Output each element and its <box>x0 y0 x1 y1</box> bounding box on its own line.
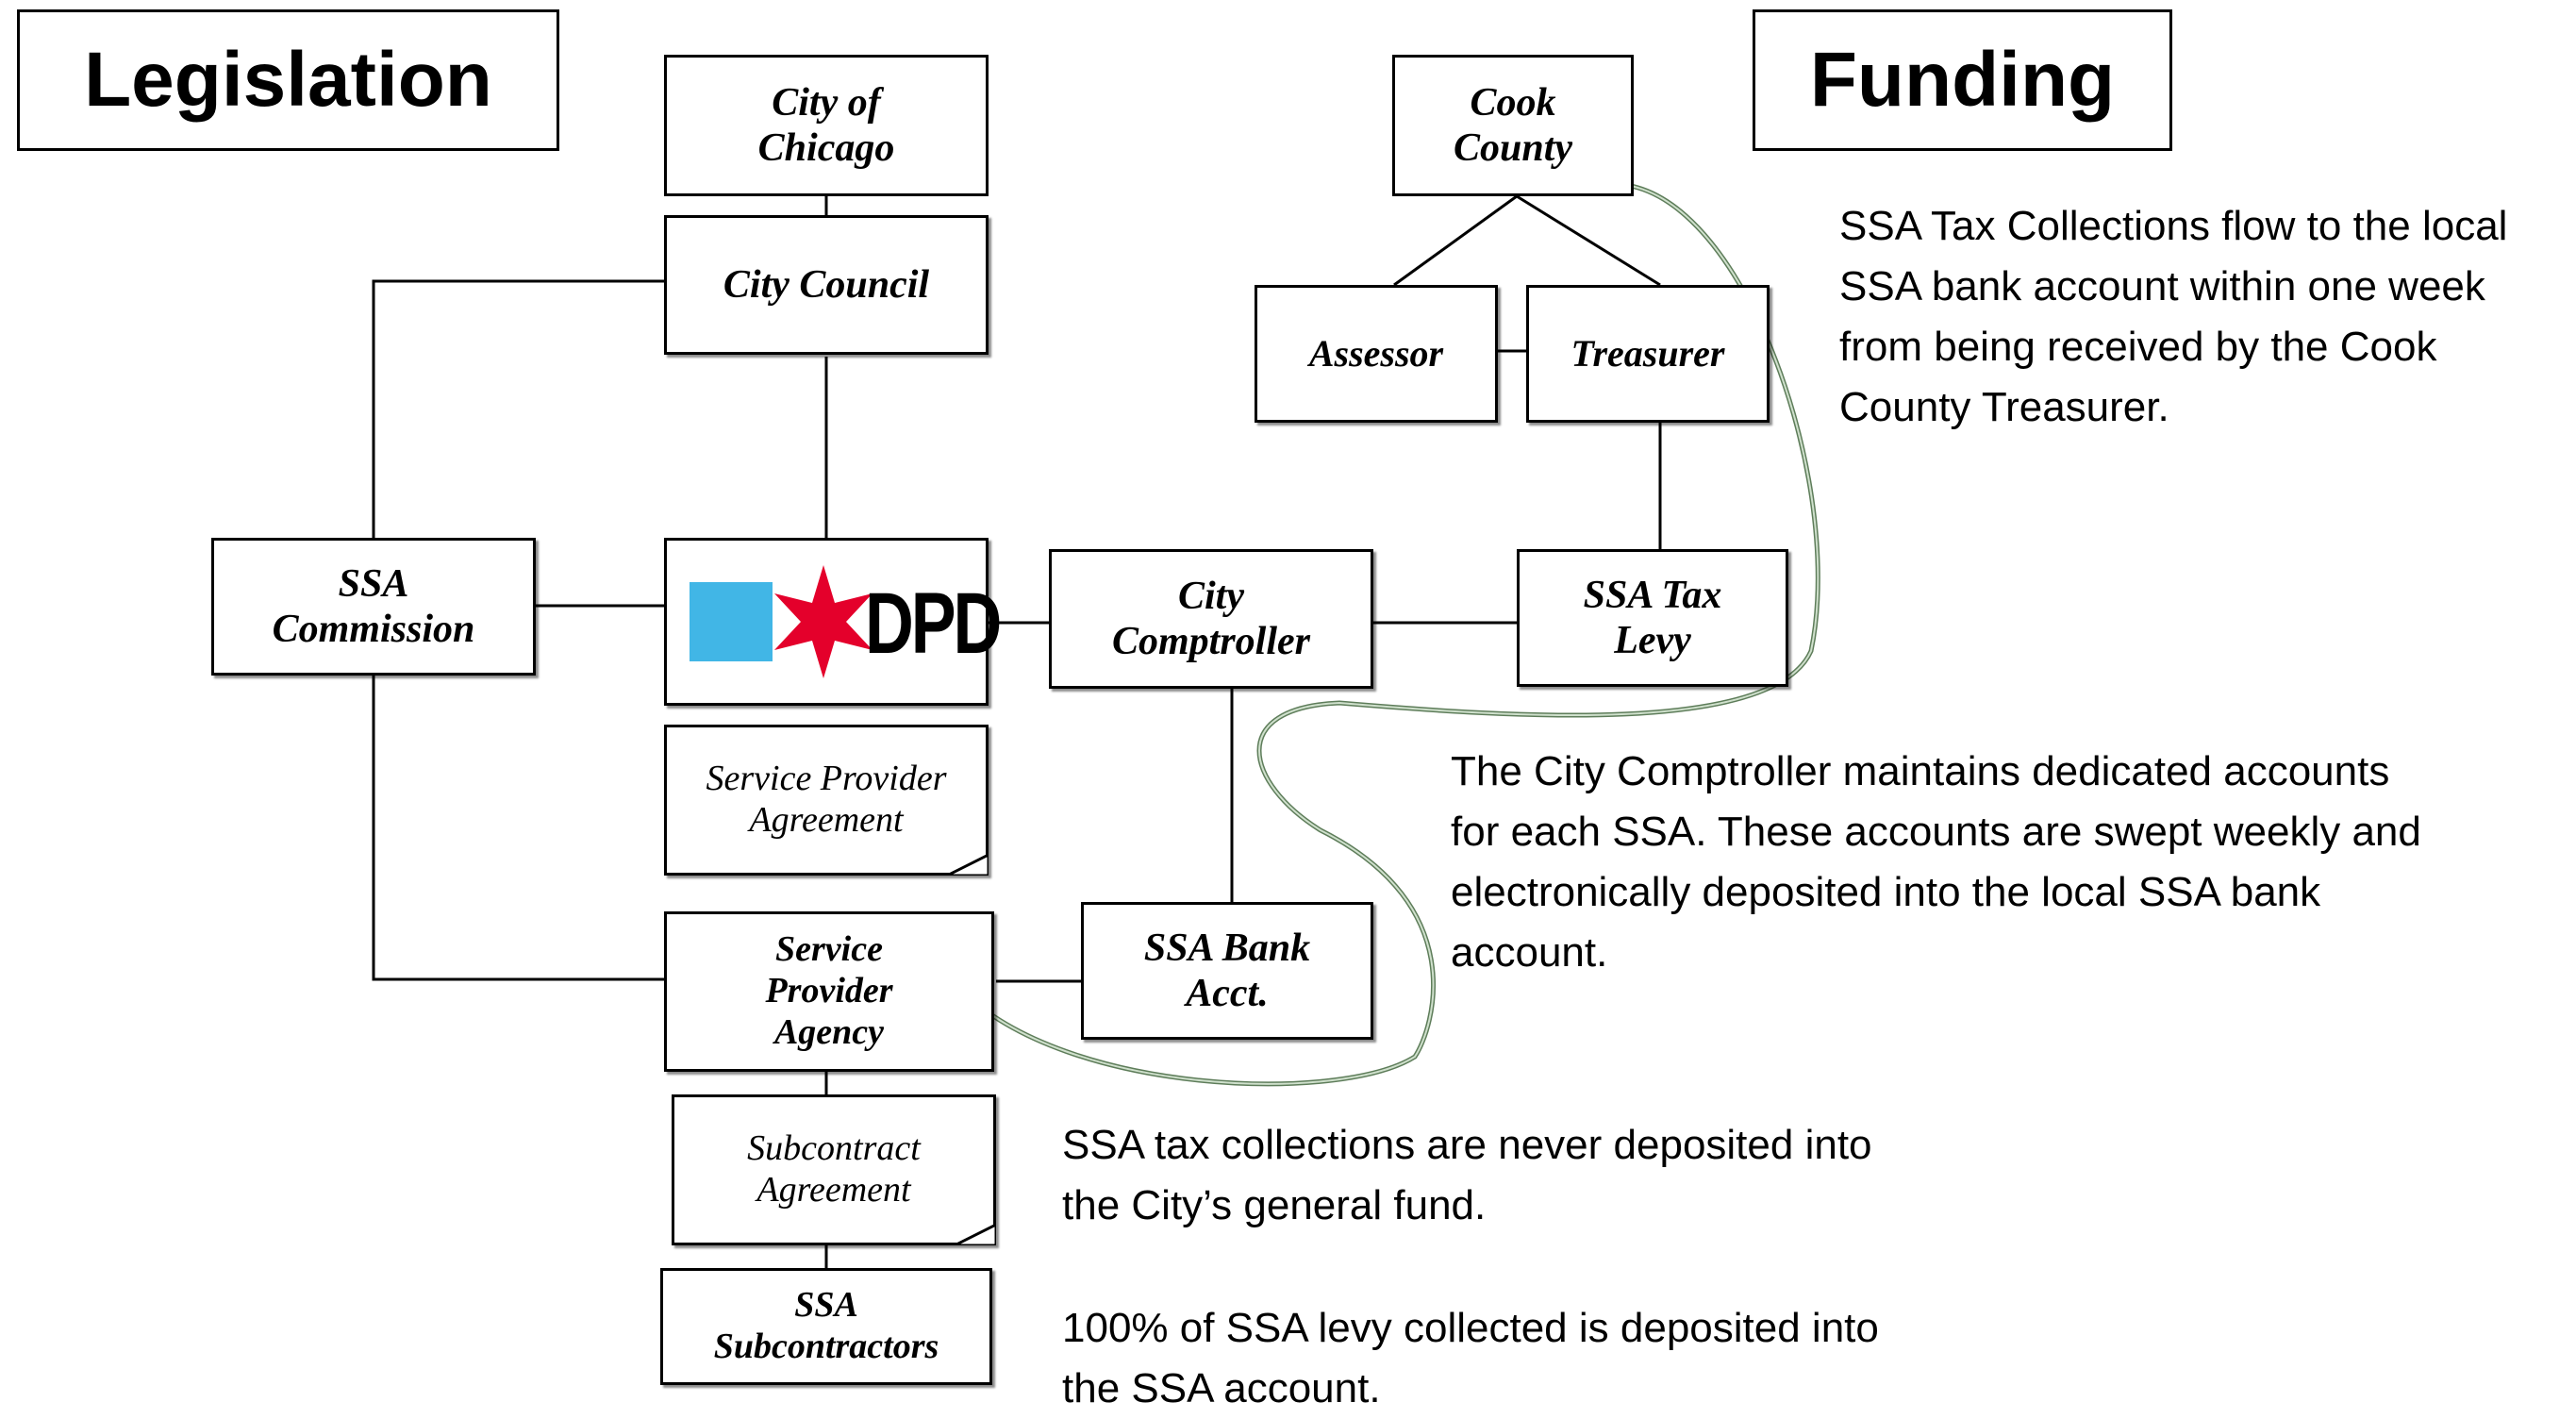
city-council-box: City Council <box>664 215 989 355</box>
ssa-bank-acct-box: SSA Bank Acct. <box>1081 902 1373 1040</box>
subcontract-agreement-box: Subcontract Agreement <box>672 1094 996 1245</box>
service-provider-agency-box: Service Provider Agency <box>664 911 994 1072</box>
comptroller-note: The City Comptroller maintains dedicated… <box>1451 748 2421 976</box>
ssa-bank-acct-label: SSA Bank Acct. <box>1143 926 1311 1015</box>
city-of-chicago-label: City of Chicago <box>757 80 895 170</box>
cook-county-box: Cook County <box>1392 55 1634 196</box>
dpd-blue-square <box>690 582 773 661</box>
subcontract-agreement-label: Subcontract Agreement <box>747 1128 921 1210</box>
levy-deposit-note: 100% of SSA levy collected is deposited … <box>1062 1305 1879 1411</box>
treasurer-label: Treasurer <box>1571 332 1725 375</box>
assessor-label: Assessor <box>1308 332 1444 375</box>
ssa-subcontractors-box: SSA Subcontractors <box>660 1268 992 1385</box>
service-provider-agreement-label: Service Provider Agreement <box>706 759 947 840</box>
service-provider-agreement-fold <box>947 855 989 876</box>
dpd-star-icon <box>774 565 873 678</box>
assessor-box: Assessor <box>1255 285 1498 423</box>
tax-flow-note: SSA Tax Collections flow to the local SS… <box>1839 203 2508 430</box>
ssa-tax-levy-box: SSA Tax Levy <box>1517 549 1788 687</box>
dpd-box: DPD <box>664 538 1002 706</box>
city-comptroller-label: City Comptroller <box>1111 574 1311 663</box>
funding-header: Funding <box>1753 9 2172 151</box>
cook-county-label: Cook County <box>1453 80 1573 170</box>
ssa-subcontractors-label: SSA Subcontractors <box>713 1285 939 1366</box>
city-of-chicago-box: City of Chicago <box>664 55 989 196</box>
treasurer-box: Treasurer <box>1526 285 1770 423</box>
funding-title: Funding <box>1809 37 2116 123</box>
ssa-commission-box: SSA Commission <box>211 538 536 676</box>
legislation-header: Legislation <box>17 9 559 151</box>
subcontract-agreement-fold <box>955 1225 996 1245</box>
ssa-tax-levy-label: SSA Tax Levy <box>1583 573 1722 662</box>
service-provider-agency-label: Service Provider Agency <box>765 929 893 1052</box>
service-provider-agreement-box: Service Provider Agreement <box>664 725 989 876</box>
ssa-commission-label: SSA Commission <box>272 561 475 651</box>
legislation-title: Legislation <box>84 37 492 123</box>
city-council-label: City Council <box>723 262 930 307</box>
general-fund-note: SSA tax collections are never deposited … <box>1062 1122 1872 1228</box>
city-comptroller-box: City Comptroller <box>1049 549 1373 689</box>
dpd-logo <box>690 565 873 678</box>
dpd-text: DPD <box>865 576 1002 672</box>
